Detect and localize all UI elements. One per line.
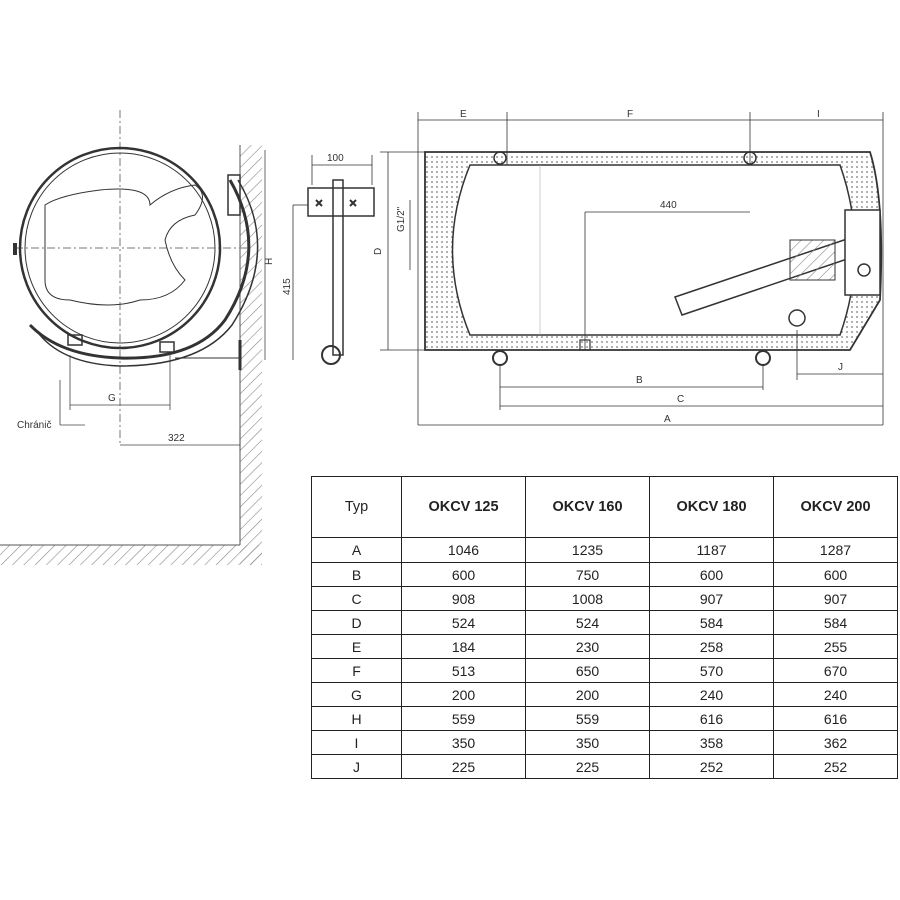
table-cell: 524 <box>525 610 650 635</box>
322-label: 322 <box>168 433 185 444</box>
g12-label: G1/2" <box>396 206 407 232</box>
e-label: E <box>460 109 467 120</box>
chranic-label: Chránič <box>17 420 51 431</box>
f-label: F <box>627 109 633 120</box>
row-label: F <box>311 658 402 683</box>
table-cell: 258 <box>649 634 774 659</box>
table-cell: 252 <box>649 754 774 779</box>
table-cell: 200 <box>401 682 526 707</box>
table-cell: 362 <box>773 730 898 755</box>
table-cell: 350 <box>401 730 526 755</box>
table-cell: 1187 <box>649 537 774 563</box>
g-left-label: G <box>108 393 116 404</box>
side-view <box>13 110 259 445</box>
h-left-label: H <box>264 258 275 265</box>
440-label: 440 <box>660 200 677 211</box>
col-header-okcv180: OKCV 180 <box>649 476 774 538</box>
row-label: H <box>311 706 402 731</box>
row-label: J <box>311 754 402 779</box>
row-label: C <box>311 586 402 611</box>
table-cell: 559 <box>401 706 526 731</box>
table-cell: 670 <box>773 658 898 683</box>
table-cell: 184 <box>401 634 526 659</box>
row-label: B <box>311 562 402 587</box>
c-label: C <box>677 394 684 405</box>
table-cell: 240 <box>773 682 898 707</box>
a-label: A <box>664 414 671 425</box>
bracket-view <box>292 155 375 365</box>
table-cell: 1046 <box>401 537 526 563</box>
b-label: B <box>636 375 643 386</box>
side-dimensions <box>59 150 266 450</box>
corner-header: Typ <box>311 476 402 538</box>
table-cell: 513 <box>401 658 526 683</box>
row-label: G <box>311 682 402 707</box>
col-header-okcv125: OKCV 125 <box>401 476 526 538</box>
row-label: E <box>311 634 402 659</box>
table-cell: 200 <box>525 682 650 707</box>
front-view <box>380 112 884 426</box>
table-cell: 358 <box>649 730 774 755</box>
table-cell: 252 <box>773 754 898 779</box>
table-cell: 907 <box>649 586 774 611</box>
dimensions-table: Typ OKCV 125 OKCV 160 OKCV 180 OKCV 200 … <box>311 476 898 779</box>
table-cell: 225 <box>401 754 526 779</box>
table-cell: 559 <box>525 706 650 731</box>
table-cell: 230 <box>525 634 650 659</box>
table-cell: 584 <box>773 610 898 635</box>
table-cell: 584 <box>649 610 774 635</box>
table-cell: 650 <box>525 658 650 683</box>
i-label: I <box>817 109 820 120</box>
table-cell: 600 <box>401 562 526 587</box>
row-label: D <box>311 610 402 635</box>
table-cell: 350 <box>525 730 650 755</box>
table-cell: 600 <box>649 562 774 587</box>
wall <box>0 145 262 565</box>
table-cell: 1287 <box>773 537 898 563</box>
table-cell: 908 <box>401 586 526 611</box>
j-label: J <box>838 362 843 373</box>
table-cell: 570 <box>649 658 774 683</box>
table-header-row: Typ OKCV 125 OKCV 160 OKCV 180 OKCV 200 <box>311 476 898 538</box>
table-cell: 907 <box>773 586 898 611</box>
table-cell: 1008 <box>525 586 650 611</box>
table-cell: 750 <box>525 562 650 587</box>
table-cell: 225 <box>525 754 650 779</box>
table-cell: 616 <box>773 706 898 731</box>
table-cell: 600 <box>773 562 898 587</box>
col-header-okcv160: OKCV 160 <box>525 476 650 538</box>
row-label: A <box>311 537 402 563</box>
100-label: 100 <box>327 153 344 164</box>
table-cell: 524 <box>401 610 526 635</box>
table-cell: 616 <box>649 706 774 731</box>
table-cell: 255 <box>773 634 898 659</box>
row-label: I <box>311 730 402 755</box>
table-cell: 1235 <box>525 537 650 563</box>
table-cell: 240 <box>649 682 774 707</box>
col-header-okcv200: OKCV 200 <box>773 476 898 538</box>
415-label: 415 <box>282 278 293 295</box>
d-label: D <box>373 248 384 255</box>
